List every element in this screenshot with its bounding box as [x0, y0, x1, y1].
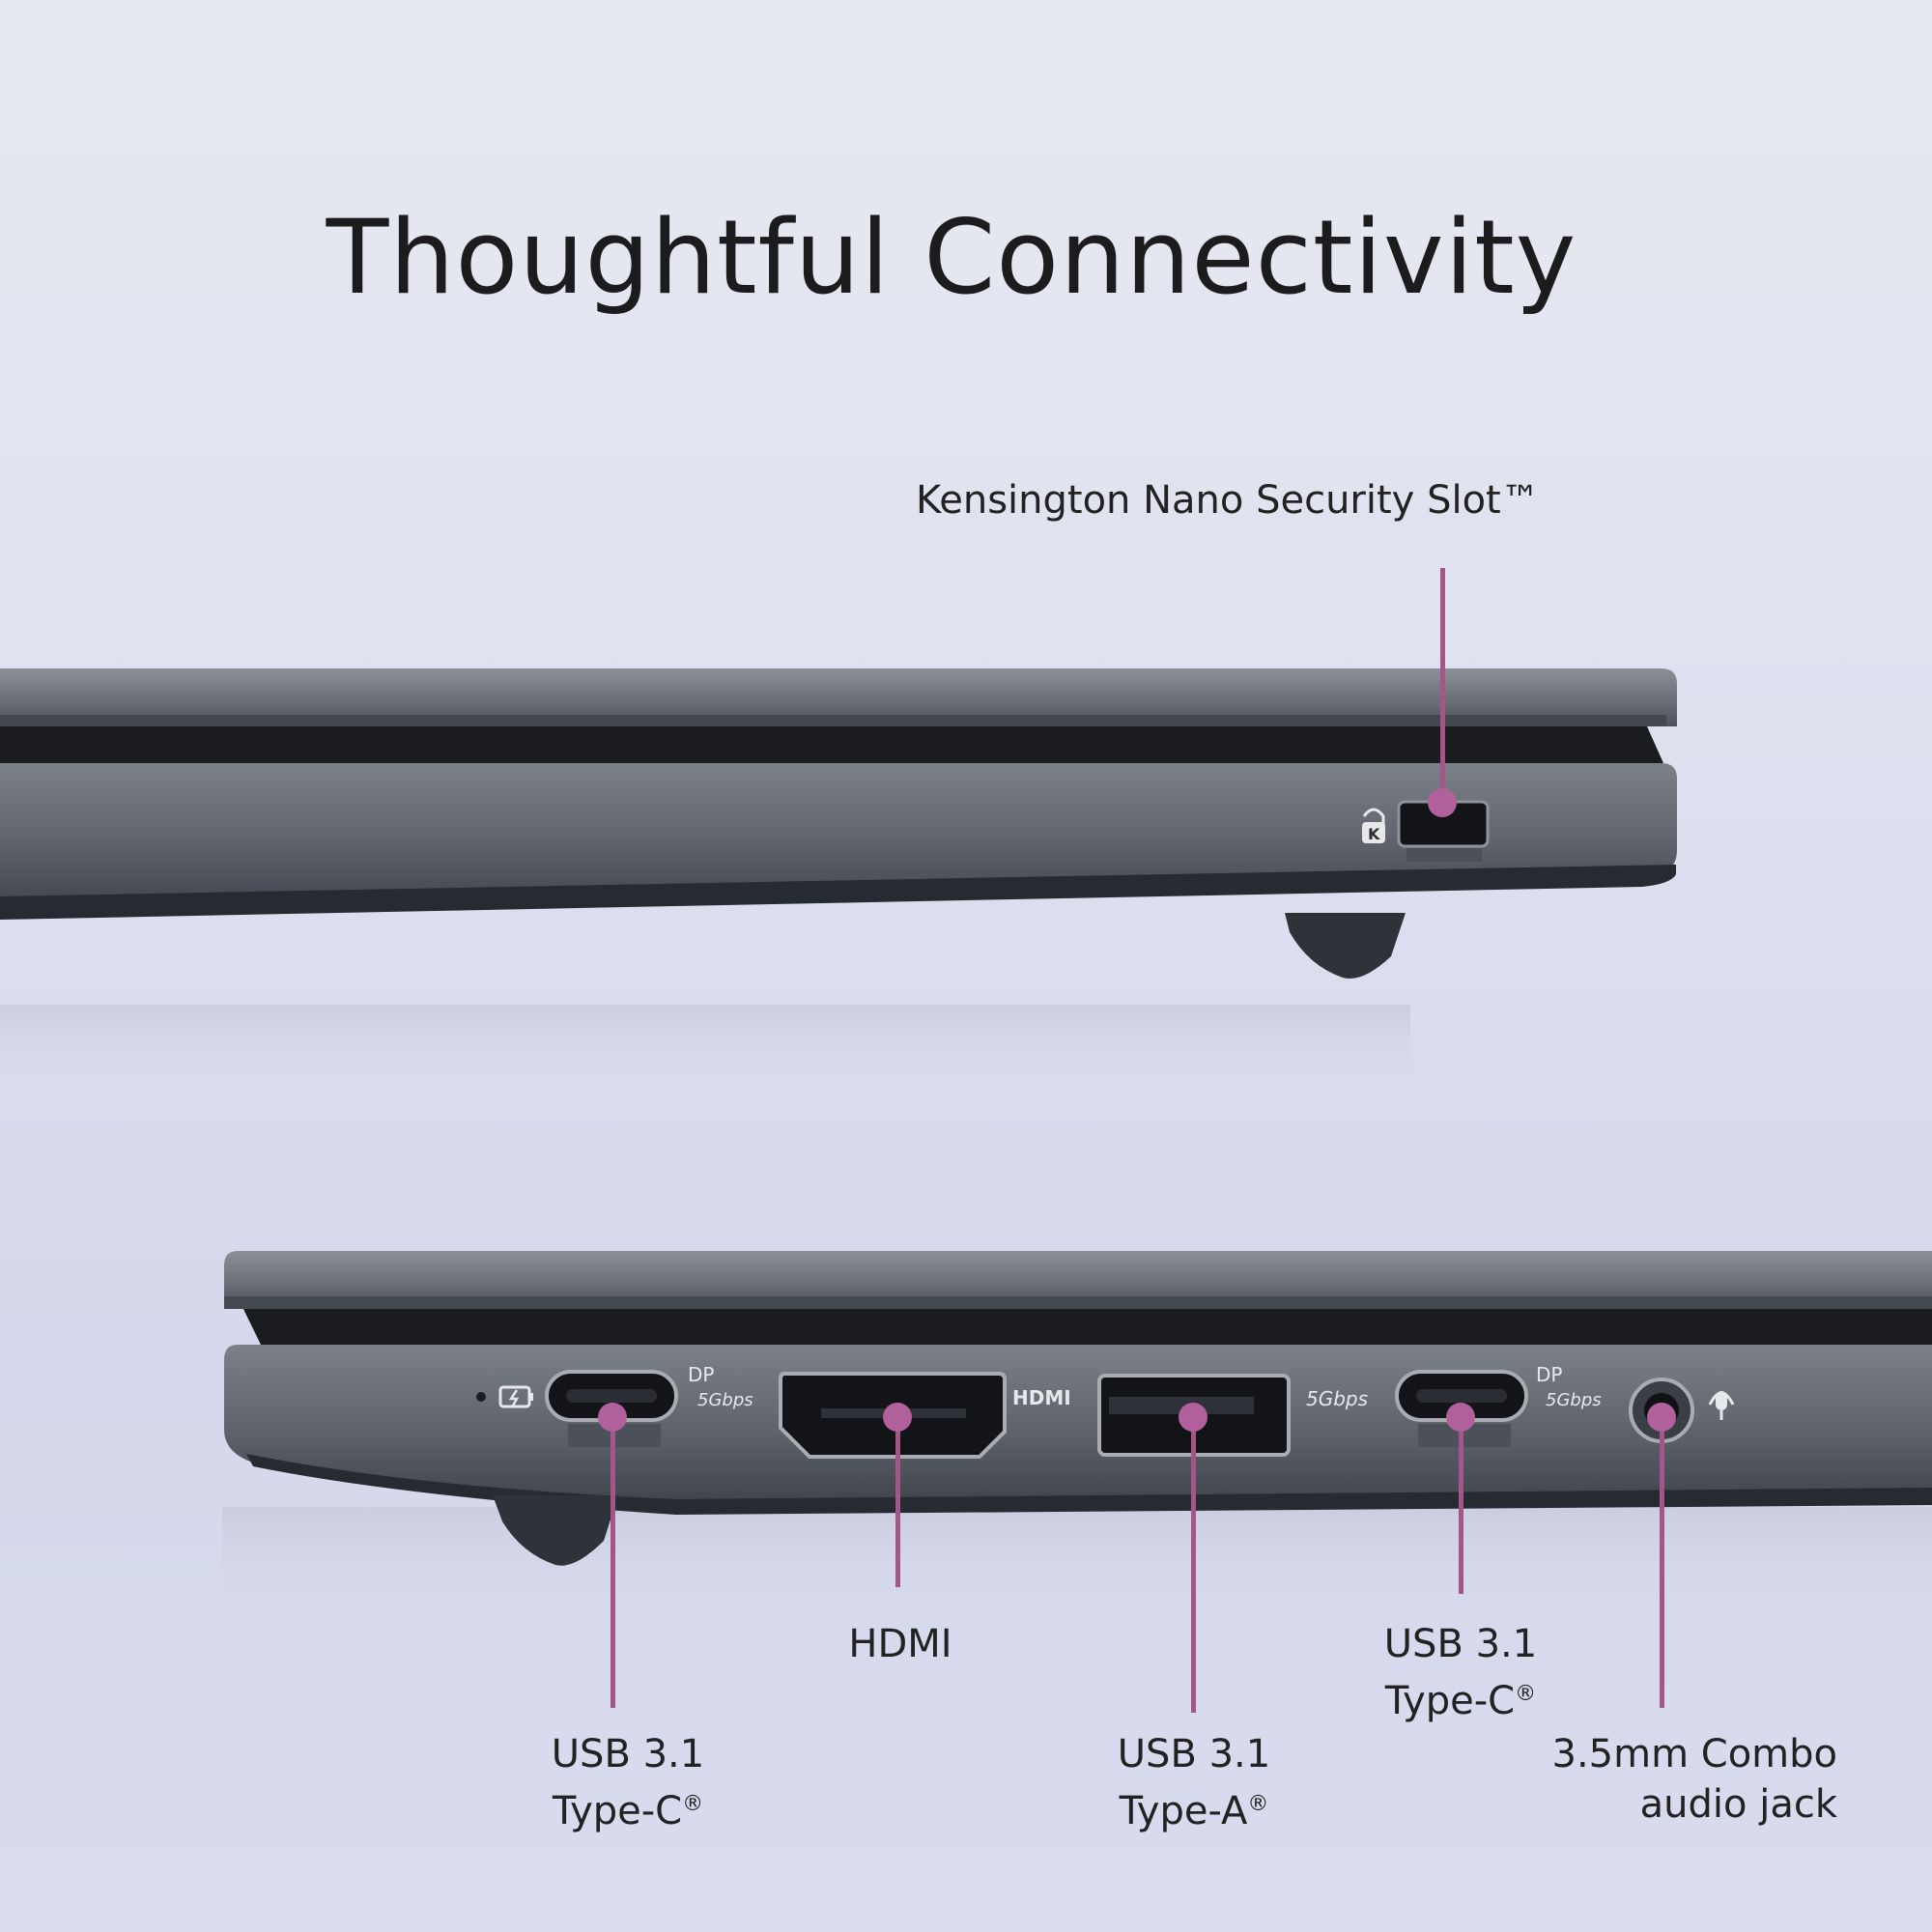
- usb-c-left-callout-dot: [598, 1403, 627, 1432]
- kensington-lock-icon: K: [1362, 808, 1385, 843]
- kensington-callout-line: [1440, 568, 1445, 808]
- svg-text:K: K: [1368, 825, 1380, 843]
- usb-c-left-callout-line: [611, 1418, 615, 1708]
- hdmi-label-line1: HDMI: [848, 1622, 952, 1666]
- speed-marking: 5Gbps: [1546, 1390, 1602, 1410]
- audio-jack-label: 3.5mm Combo audio jack: [1507, 1729, 1838, 1830]
- hdmi-callout-dot: [883, 1403, 912, 1432]
- usb-a-callout-line: [1191, 1418, 1196, 1713]
- charging-led-icon: [476, 1392, 486, 1402]
- kensington-callout-dot: [1428, 788, 1457, 817]
- kensington-slot-label: Kensington Nano Security Slot™: [916, 478, 1540, 523]
- usb-c-right-label: USB 3.1 Type-C®: [1335, 1619, 1586, 1726]
- speed-marking: 5Gbps: [1306, 1387, 1368, 1410]
- usb-c-right-callout-dot: [1446, 1403, 1475, 1432]
- dp-marking: DP: [688, 1363, 714, 1386]
- hdmi-callout-line: [895, 1418, 900, 1587]
- audio-jack-label-line2: audio jack: [1639, 1782, 1837, 1827]
- usb-a-callout-dot: [1179, 1403, 1208, 1432]
- usb-a-label-line2: Type-A: [1119, 1789, 1248, 1833]
- registered-mark: ®: [1247, 1792, 1269, 1816]
- headset-mic-icon: [1708, 1391, 1735, 1420]
- hdmi-label: HDMI: [804, 1619, 997, 1669]
- usb-c-left-label: USB 3.1 Type-C®: [502, 1729, 753, 1836]
- usb-c-right-label-line2: Type-C: [1384, 1679, 1516, 1723]
- speed-marking: 5Gbps: [697, 1390, 753, 1410]
- audio-jack-label-line1: 3.5mm Combo: [1551, 1732, 1838, 1776]
- laptop-left-side: DP 5Gbps HDMI 5Gbps DP 5Gbps: [222, 1251, 1932, 1623]
- registered-mark: ®: [1515, 1682, 1537, 1706]
- usb-c-left-label-line1: USB 3.1: [551, 1732, 705, 1776]
- battery-charging-icon: [498, 1385, 533, 1408]
- usb-a-label-line1: USB 3.1: [1117, 1732, 1271, 1776]
- page-title: Thoughtful Connectivity: [326, 198, 1577, 317]
- audio-jack-callout-dot: [1647, 1403, 1676, 1432]
- laptop-right-side: K: [0, 668, 1677, 1092]
- registered-mark: ®: [682, 1792, 704, 1816]
- hdmi-marking: HDMI: [1012, 1386, 1071, 1409]
- usb-c-right-callout-line: [1459, 1418, 1463, 1594]
- usb-c-right-label-line1: USB 3.1: [1383, 1622, 1538, 1666]
- audio-jack-callout-line: [1660, 1418, 1664, 1708]
- usb-c-left-label-line2: Type-C: [552, 1789, 683, 1833]
- dp-marking: DP: [1536, 1363, 1562, 1386]
- usb-a-label: USB 3.1 Type-A®: [1068, 1729, 1320, 1836]
